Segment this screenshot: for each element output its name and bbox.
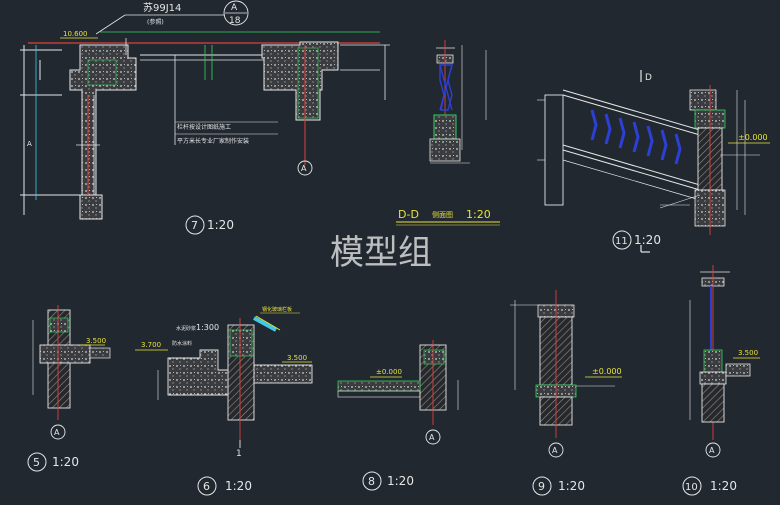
- detail-number: 5: [33, 456, 40, 469]
- reference-subtext: (参照): [147, 18, 164, 26]
- detail-scale: 1:20: [225, 479, 252, 493]
- detail-scale: 1:20: [387, 474, 414, 488]
- axis-label: A: [429, 433, 435, 442]
- section-title: D-D 侧面图 1:20: [396, 208, 500, 226]
- detail-5: 3.500 A 5 1:20: [27, 305, 111, 472]
- detail-8: ±0.000 A 8 1:20: [337, 340, 459, 491]
- label-a: 水泥砂浆: [176, 325, 196, 332]
- detail-scale: 1:20: [558, 479, 585, 493]
- axis-label: A: [709, 446, 715, 455]
- note-1: 栏杆按设计图纸施工: [177, 123, 231, 131]
- detail-scale: 1:20: [634, 233, 661, 247]
- section-scale: 1:20: [466, 208, 491, 221]
- elevation-label: 10.600: [63, 30, 88, 38]
- detail-number: 8: [368, 475, 375, 488]
- detail-11: ±0.000 D 11 1:20: [537, 70, 770, 253]
- axis-label: A: [301, 164, 307, 173]
- detail-scale: 1:20: [52, 455, 79, 469]
- detail-number: 11: [615, 236, 628, 247]
- note: 钢化玻璃栏板: [262, 306, 292, 313]
- ref-bottom: 18: [229, 16, 241, 26]
- axis-label: A: [552, 446, 558, 455]
- svg-text:A: A: [27, 140, 32, 148]
- detail-scale: 1:20: [710, 479, 737, 493]
- reference-text: 苏99J14: [143, 1, 181, 14]
- detail-scale: 1:20: [207, 218, 234, 232]
- detail-6: 钢化玻璃栏板 水泥砂浆 1:300 防水涂料 3.700 3.500 1 6 1…: [135, 306, 313, 496]
- detail-7: A 10.600 苏99J14 (参照) A 18: [20, 0, 390, 235]
- section-subtitle: 侧面图: [432, 210, 453, 219]
- rail-post-detail: [429, 40, 487, 164]
- ref-top: A: [231, 3, 238, 13]
- cut-mark: D: [645, 73, 652, 83]
- axis-label: 1: [236, 449, 242, 459]
- detail-number: 7: [191, 219, 198, 232]
- section-title-text: D-D: [398, 208, 419, 221]
- elevation-label: 3.500: [738, 349, 758, 357]
- detail-number: 6: [203, 480, 210, 493]
- elevation-label: ±0.000: [738, 133, 768, 142]
- detail-ref-circle: [223, 0, 249, 26]
- elevation-label: ±0.000: [592, 367, 622, 376]
- detail-number: 9: [538, 480, 545, 493]
- elevation-a: 3.700: [141, 341, 161, 349]
- elevation-label: ±0.000: [376, 368, 402, 376]
- note-2: 平方米长专业厂家制作安装: [177, 137, 249, 145]
- label-c: 1:300: [196, 323, 219, 332]
- detail-number: 10: [685, 482, 698, 493]
- elevation-b: 3.500: [287, 354, 307, 362]
- detail-10: 3.500 A 10 1:20: [682, 265, 760, 496]
- label-b: 防水涂料: [172, 340, 192, 347]
- watermark: 模型组: [330, 233, 432, 273]
- detail-9: ±0.000 A 9 1:20: [510, 290, 622, 496]
- elevation-label: 3.500: [86, 337, 106, 345]
- axis-label: A: [54, 428, 60, 437]
